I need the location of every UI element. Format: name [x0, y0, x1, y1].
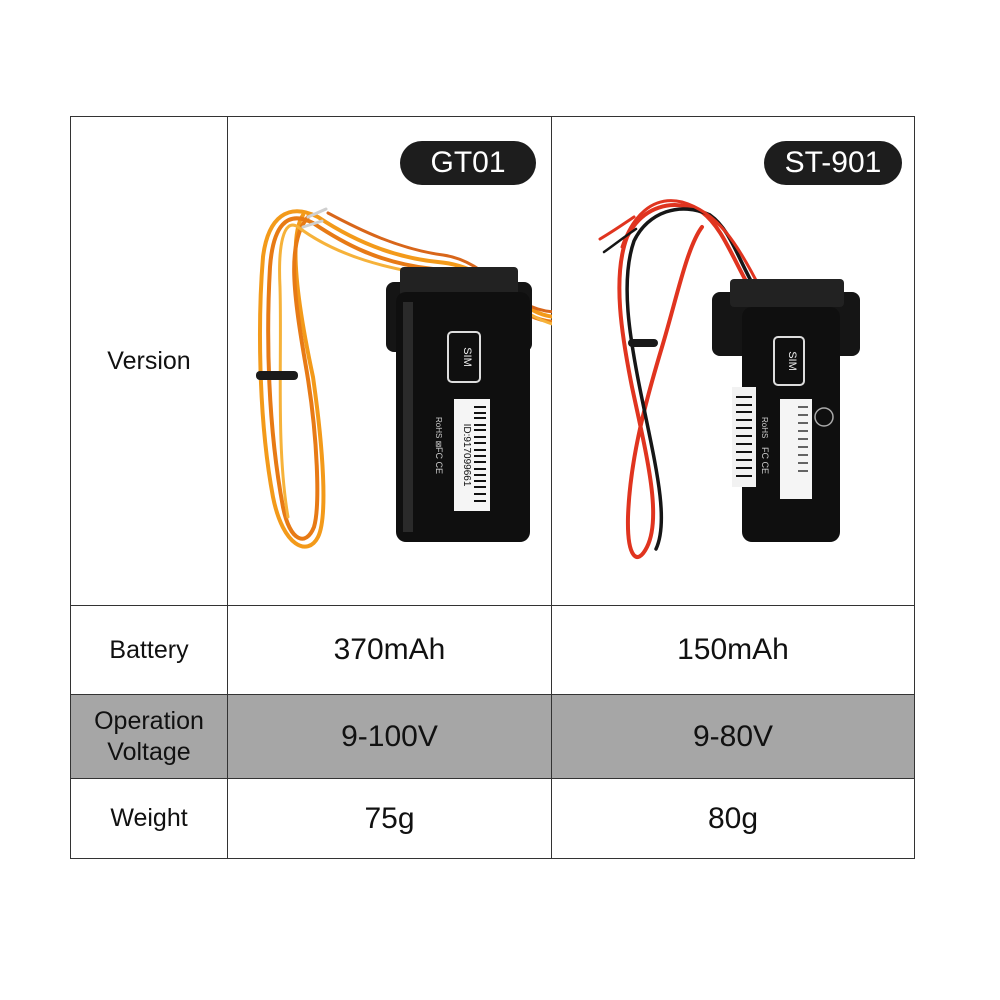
svg-text:RoHS: RoHS — [760, 417, 769, 438]
st901-image-cell: ST-901 — [551, 116, 915, 606]
st901-weight-cell: 80g — [551, 778, 915, 859]
gt01-battery-cell: 370mAh — [227, 605, 552, 695]
st901-sim-text: SIM — [786, 351, 798, 371]
battery-row: Battery 370mAh 150mAh — [70, 605, 915, 695]
weight-label-cell: Weight — [70, 778, 228, 859]
weight-label: Weight — [110, 804, 188, 832]
st901-name-badge: ST-901 — [764, 141, 902, 185]
version-row: Version GT01 — [70, 116, 915, 606]
battery-label-cell: Battery — [70, 605, 228, 695]
svg-text:FC CE: FC CE — [434, 447, 444, 474]
gt01-name-badge: GT01 — [400, 141, 536, 185]
voltage-row: Operation Voltage 9-100V 9-80V — [70, 694, 915, 779]
gt01-voltage-cell: 9-100V — [227, 694, 552, 779]
st901-battery-cell: 150mAh — [551, 605, 915, 695]
gt01-device-image: SIM ID:917099661 RoHS ⊠ FC CE — [256, 207, 552, 549]
gt01-weight-cell: 75g — [227, 778, 552, 859]
gt01-id-text: ID:917099661 — [461, 424, 472, 487]
comparison-table: Version GT01 — [70, 116, 915, 859]
voltage-label-cell: Operation Voltage — [70, 694, 228, 779]
svg-text:RoHS ⊠: RoHS ⊠ — [434, 417, 443, 447]
weight-row: Weight 75g 80g — [70, 778, 915, 859]
st901-battery-value: 150mAh — [677, 633, 789, 666]
gt01-voltage-value: 9-100V — [341, 719, 438, 753]
battery-label: Battery — [109, 635, 189, 664]
gt01-image-cell: GT01 SIM — [227, 116, 552, 606]
version-label-cell: Version — [70, 116, 228, 606]
gt01-battery-value: 370mAh — [333, 633, 446, 666]
svg-text:FC CE: FC CE — [760, 447, 770, 474]
gt01-sim-text: SIM — [461, 347, 473, 367]
st901-device-image: SIM RoHS FC CE — [598, 199, 860, 559]
st901-voltage-cell: 9-80V — [551, 694, 915, 779]
st901-voltage-value: 9-80V — [692, 719, 774, 753]
gt01-weight-value: 75g — [364, 801, 415, 835]
version-label: Version — [107, 346, 191, 375]
voltage-label: Operation Voltage — [94, 706, 204, 766]
st901-weight-value: 80g — [707, 801, 759, 835]
